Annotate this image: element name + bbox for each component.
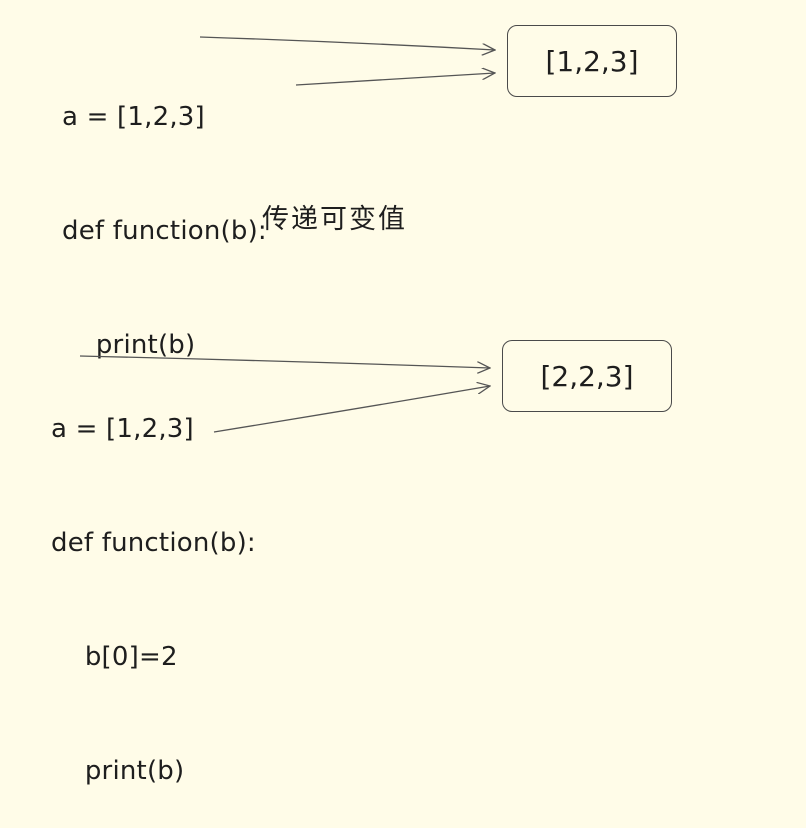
arrow-a-to-top-box (199, 36, 495, 50)
arrow-b-to-bottom-box (213, 386, 490, 433)
top-code-block: a = [1,2,3] def function(b): print(b) (62, 22, 267, 402)
code-line: def function(b): (51, 528, 256, 558)
arrows-layer (79, 36, 806, 433)
code-line: print(b) (51, 756, 185, 786)
code-line: a = [1,2,3] (51, 414, 194, 444)
arrow-a-to-bottom-box (79, 355, 490, 368)
bottom-value-label: [2,2,3] (540, 359, 634, 393)
caption: 传递可变值 (262, 204, 407, 235)
code-line: b[0]=2 (51, 642, 178, 672)
top-value-box: [1,2,3] (507, 25, 677, 97)
code-line: print(b) (62, 330, 196, 360)
code-line: a = [1,2,3] (62, 102, 205, 132)
bottom-value-box: [2,2,3] (502, 340, 672, 412)
arrow-b-to-top-box (295, 73, 495, 86)
code-line: def function(b): (62, 216, 267, 246)
top-value-label: [1,2,3] (545, 44, 639, 78)
